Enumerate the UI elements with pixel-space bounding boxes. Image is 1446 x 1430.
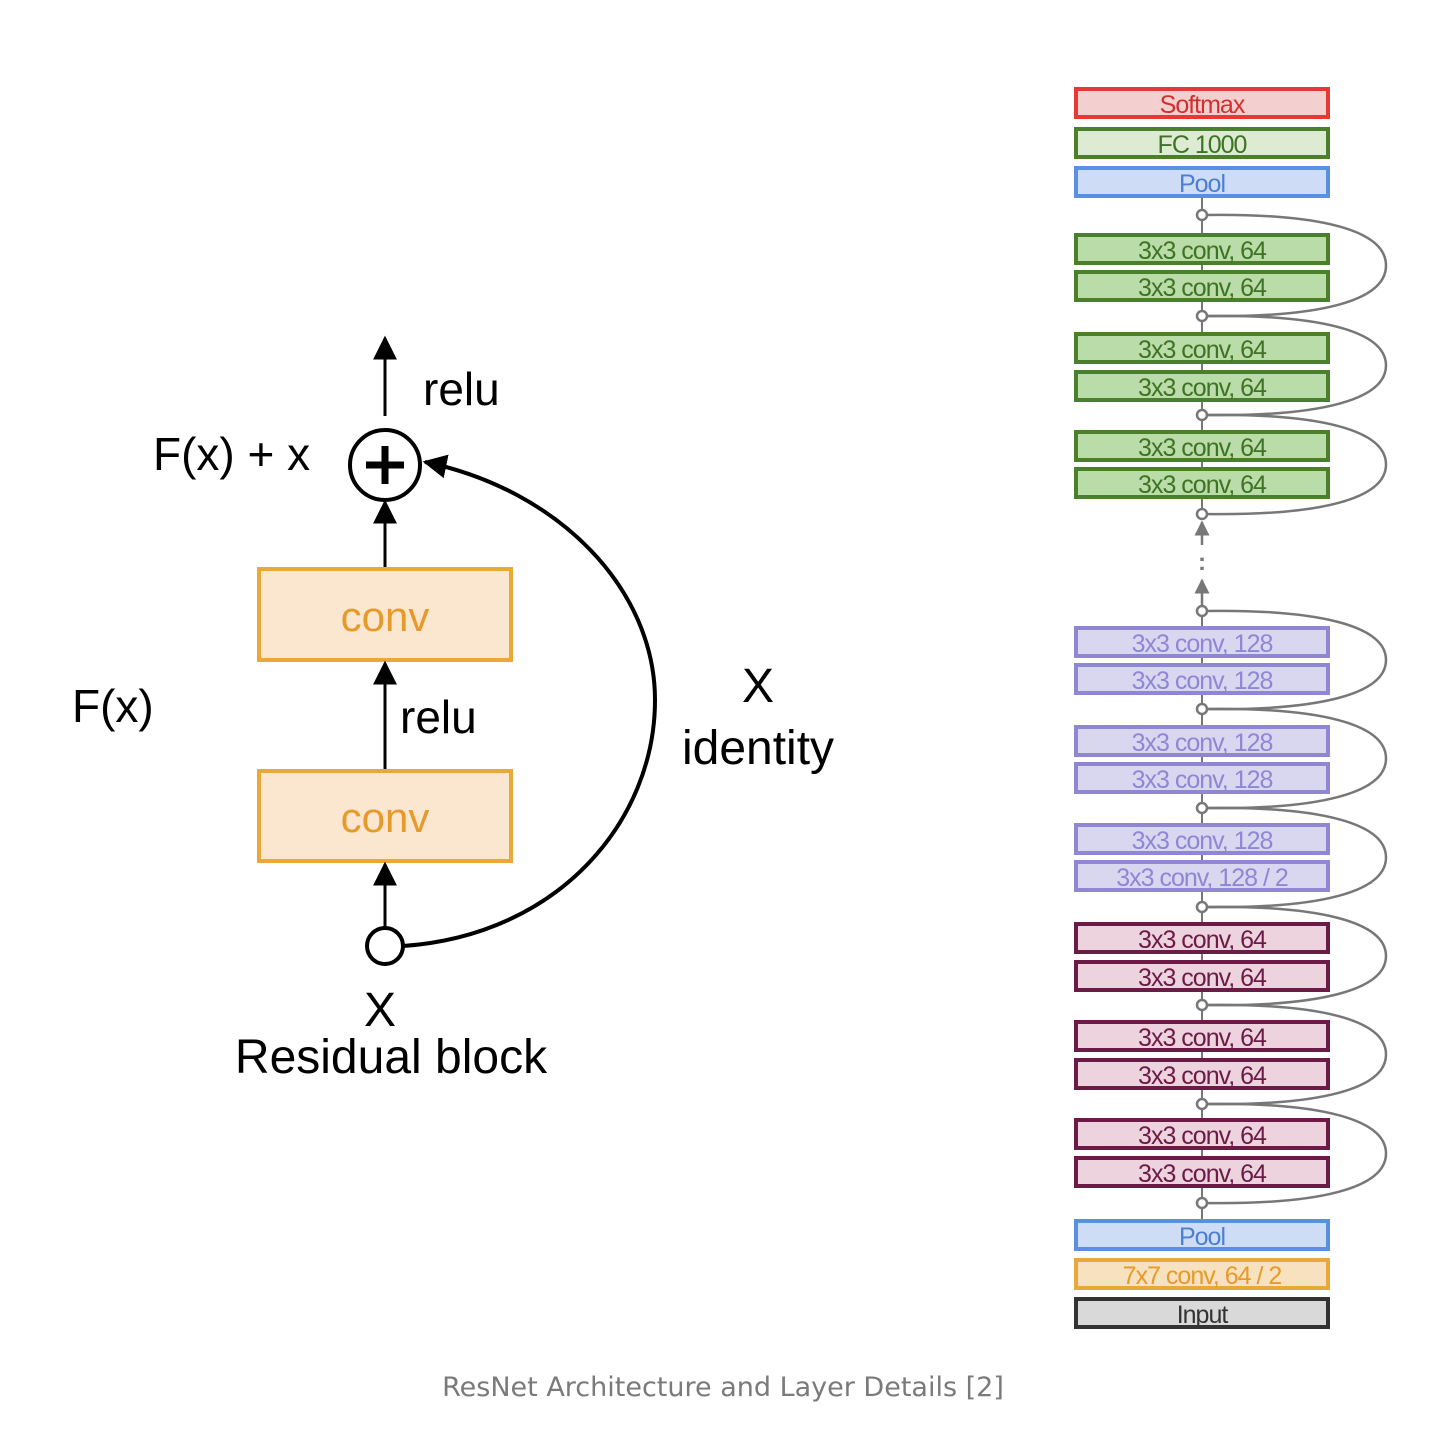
layer-box-green [1074, 270, 1330, 302]
layer-box-purple [1074, 823, 1330, 855]
layer-label: 3x3 conv, 64 [1138, 274, 1267, 302]
junction-node [1195, 900, 1209, 914]
identity-skip-connection [402, 454, 658, 948]
layer-label: 3x3 conv, 128 [1132, 766, 1273, 794]
layer-label: Softmax [1160, 91, 1246, 119]
residual-block-title: Residual block [235, 1031, 548, 1084]
layer-label: 3x3 conv, 64 [1138, 374, 1267, 402]
layer-box-purple [1074, 762, 1330, 794]
skip-connection-arc [1201, 905, 1388, 1007]
layer-box-maroon [1074, 1020, 1330, 1052]
layer-box-purple [1074, 626, 1330, 658]
layer-label: 3x3 conv, 64 [1138, 1062, 1267, 1090]
layer-box-softmax [1074, 87, 1330, 119]
junction-node [1195, 604, 1209, 618]
input-node [365, 926, 405, 966]
input-x-label: X [364, 984, 396, 1037]
plus-icon [366, 446, 404, 484]
identity-x-label: X [742, 660, 774, 713]
junction-node [1195, 801, 1209, 815]
conv-top-box [257, 567, 513, 662]
skip-connection-arc [1201, 806, 1388, 909]
layer-box-purple [1074, 725, 1330, 757]
skip-connection-arc [1201, 707, 1388, 810]
layer-label: 3x3 conv, 64 [1138, 471, 1267, 499]
layer-label: 3x3 conv, 64 [1138, 237, 1267, 265]
layer-box-green [1074, 430, 1330, 462]
layer-box-green [1074, 467, 1330, 499]
junction-node [1195, 309, 1209, 323]
layer-label: 3x3 conv, 64 [1138, 964, 1267, 992]
layer-box-fc [1074, 127, 1330, 159]
junction-node [1195, 507, 1209, 521]
sum-label: F(x) + x [153, 428, 310, 480]
conv-bottom-box [257, 769, 513, 863]
layer-box-maroon [1074, 1058, 1330, 1090]
layer-label: 3x3 conv, 128 [1132, 729, 1273, 757]
resnet-diagram: relu F(x) + x conv relu F(x) conv X iden… [72, 87, 1388, 1329]
layer-box-green [1074, 370, 1330, 402]
layer-label: 3x3 conv, 64 [1138, 434, 1267, 462]
junction-node [1195, 1097, 1209, 1111]
conv-top-label: conv [341, 593, 430, 640]
layer-box-purple [1074, 860, 1330, 892]
layer-box-maroon [1074, 1156, 1330, 1188]
layer-label: 3x3 conv, 128 [1132, 630, 1273, 658]
skip-connection-arc [1201, 413, 1388, 516]
layer-box-maroon [1074, 960, 1330, 992]
layer-label: Pool [1179, 1223, 1225, 1251]
layer-box-purple [1074, 663, 1330, 695]
identity-label: identity [682, 722, 834, 775]
layer-label: Input [1177, 1301, 1229, 1329]
layer-box-pool [1074, 1219, 1330, 1251]
layer-label: 3x3 conv, 128 [1132, 667, 1273, 695]
layer-box-maroon [1074, 922, 1330, 954]
figure-caption: ResNet Architecture and Layer Details [2… [442, 1372, 1004, 1403]
layer-box-input [1074, 1297, 1330, 1329]
skip-connection-arc [1201, 1102, 1388, 1205]
layer-label: 3x3 conv, 64 [1138, 336, 1267, 364]
top-relu-label: relu [423, 363, 500, 415]
junction-node [1195, 1196, 1209, 1210]
fx-label: F(x) [72, 680, 154, 732]
layer-label: 3x3 conv, 64 [1138, 1160, 1267, 1188]
ellipsis-label: : [1198, 549, 1206, 576]
skip-connection-arc [1201, 609, 1388, 711]
layer-label: 3x3 conv, 64 [1138, 926, 1267, 954]
mid-relu-label: relu [400, 691, 477, 743]
layer-label: 7x7 conv, 64 / 2 [1123, 1262, 1282, 1290]
layer-label: 3x3 conv, 128 / 2 [1116, 864, 1288, 892]
gap-mask [1197, 518, 1207, 610]
layer-box-green [1074, 332, 1330, 364]
layer-box-orange [1074, 1258, 1330, 1290]
layer-box-green [1074, 233, 1330, 265]
residual-block: relu F(x) + x conv relu F(x) conv X iden… [72, 335, 834, 1084]
skip-connection-arc [1201, 314, 1388, 417]
skip-connection-arc [1201, 213, 1388, 318]
junction-node [1195, 998, 1209, 1012]
skip-connection-arc [1201, 1003, 1388, 1106]
junction-node [1195, 702, 1209, 716]
layer-label: FC 1000 [1158, 131, 1247, 159]
conv-bottom-label: conv [341, 794, 430, 841]
junction-node [1195, 408, 1209, 422]
layer-label: 3x3 conv, 64 [1138, 1122, 1267, 1150]
layer-label: 3x3 conv, 64 [1138, 1024, 1267, 1052]
stack-connectors: : [1194, 197, 1388, 1221]
junction-node [1195, 208, 1209, 222]
layer-label: Pool [1179, 170, 1225, 198]
layer-box-maroon [1074, 1118, 1330, 1150]
layer-box-pool [1074, 166, 1330, 198]
layer-label: 3x3 conv, 128 [1132, 827, 1273, 855]
